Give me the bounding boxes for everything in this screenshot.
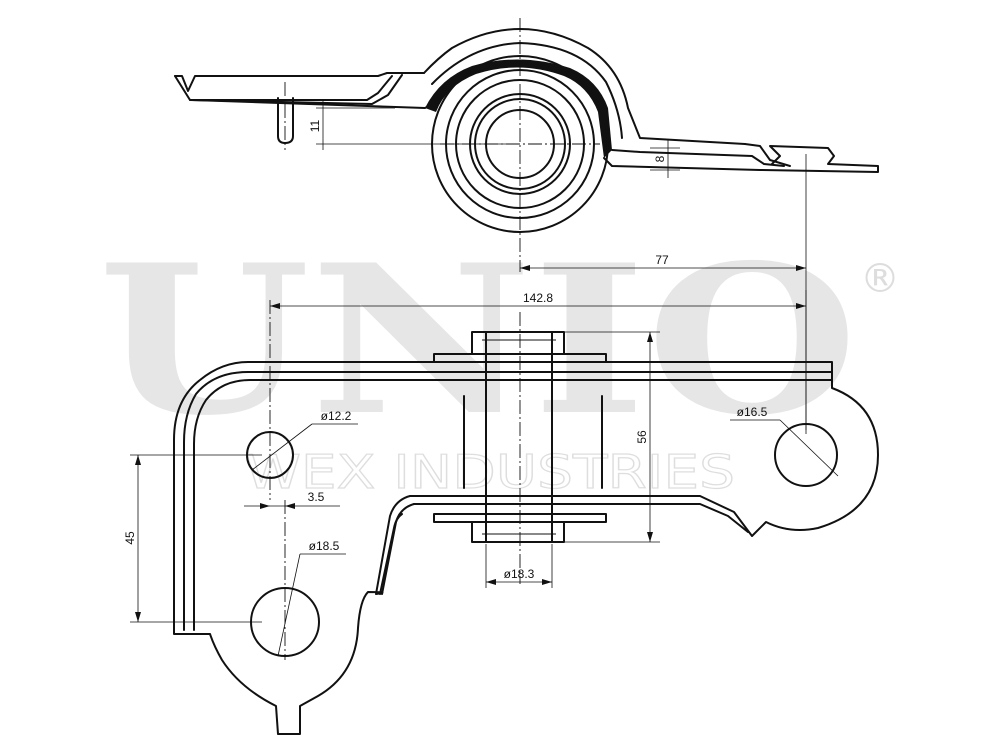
dim-d16-5: ø16.5: [737, 405, 768, 419]
top-left-flange-inner: [174, 75, 393, 101]
bracket-outer-contour: [173, 361, 879, 735]
dim-45: 45: [123, 531, 137, 545]
top-right-flange: [603, 145, 879, 173]
top-left-flange: [174, 72, 425, 92]
watermark-company: WEX INDUSTRIES: [245, 445, 735, 499]
bottom-view: [173, 300, 879, 735]
bracket-lower-edge: [413, 503, 749, 533]
bushing-cap-bottom: [471, 521, 565, 543]
dim-d18-5: ø18.5: [309, 539, 340, 553]
watermark-brand: UNIO: [98, 221, 858, 461]
bracket-lower-edge-3: [381, 503, 415, 595]
top-left-flange-lower: [189, 74, 403, 105]
bracket-inner-contour: [183, 371, 833, 631]
dim-8: 8: [653, 155, 667, 162]
dim-d12-2: ø12.2: [321, 409, 352, 423]
bottom-dimensions: 142.8 56 45 3.5 ø18.3 ø12.2 ø18.5: [123, 290, 839, 657]
housing-outer-arch: [423, 28, 746, 145]
dim-77: 77: [655, 253, 669, 267]
housing-inner-arch: [431, 42, 623, 139]
top-right-flange-edge: [744, 143, 791, 167]
dim-11: 11: [308, 119, 322, 132]
top-left-flange-bottom: [191, 99, 441, 109]
top-left-tab: [277, 97, 294, 144]
top-view: [174, 18, 879, 272]
watermark-registered-mark: ®: [860, 256, 900, 302]
dim-56: 56: [635, 430, 649, 444]
watermark: UNIO ® WEX INDUSTRIES: [98, 221, 900, 500]
dim-d18-3: ø18.3: [504, 567, 535, 581]
bracket-inner-contour-2: [193, 379, 833, 631]
dim-3-5: 3.5: [308, 490, 325, 504]
dim-142-8: 142.8: [523, 291, 553, 305]
top-right-flange-inner: [611, 149, 785, 167]
